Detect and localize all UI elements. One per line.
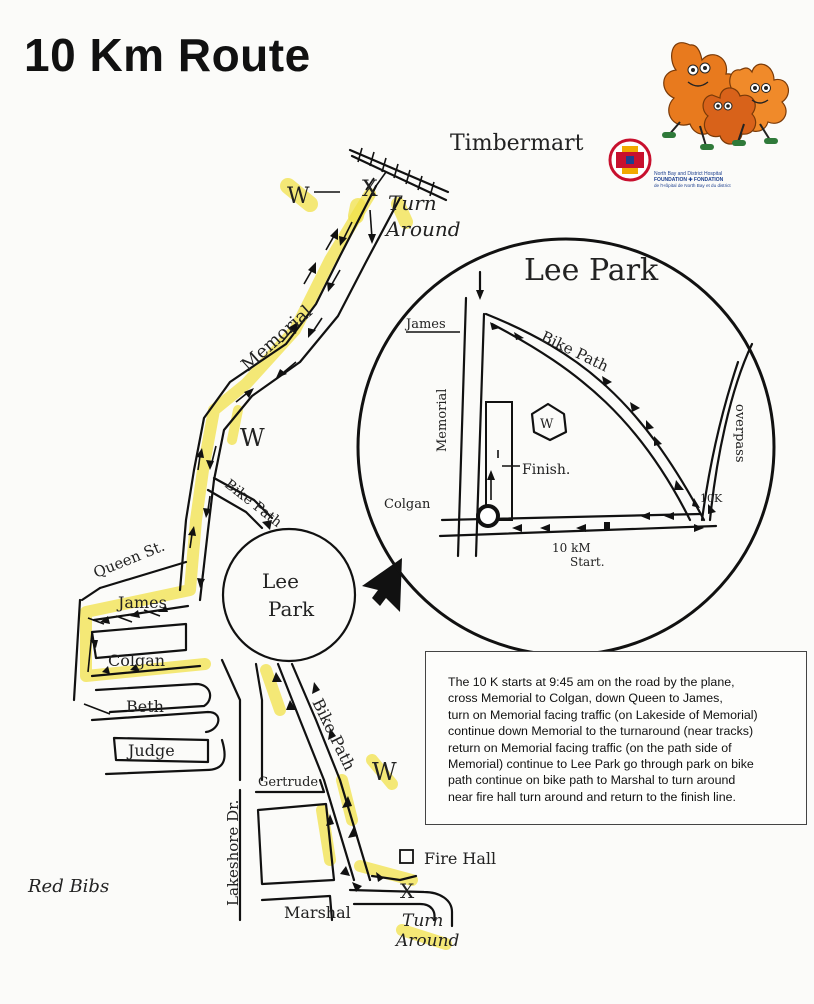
route-arrows (188, 209, 376, 588)
route-description-line: turn on Memorial facing traffic (on Lake… (448, 707, 758, 722)
fire-hall-label: Fire Hall (424, 849, 496, 868)
turn-around-bottom-label-1: Turn (402, 911, 443, 931)
route-description-line: The 10 K starts at 9:45 am on the road b… (448, 675, 735, 689)
bike-path-north (206, 476, 274, 530)
inset-10k-label: 10K (700, 492, 723, 505)
water-station-3: W (372, 758, 397, 786)
queen-st-label: Queen St. (91, 537, 167, 582)
inset-james-label: James (404, 317, 446, 332)
route-description: The 10 K starts at 9:45 am on the road b… (425, 651, 807, 825)
inset-bike-path-label: Bike Path (538, 327, 611, 375)
route-description-line: near fire hall turn around and return to… (448, 789, 736, 804)
left-streets (72, 560, 242, 782)
memorial-road: X (178, 171, 402, 602)
inset-start-label-2: Start. (570, 555, 605, 569)
route-description-line: path continue on bike path to Marshal to… (448, 773, 736, 788)
timbermart-label: Timbermart (450, 131, 584, 156)
judge-label: Judge (126, 741, 175, 760)
marshal-label: Marshal (284, 903, 351, 922)
foundation-text-line-3: de l'Hôpital de North Bay et du district (654, 183, 731, 188)
inset-title: Lee Park (524, 253, 659, 288)
pointer-arrow (362, 558, 402, 612)
route-description-line: continue down Memorial to the turnaround… (448, 724, 754, 739)
water-station-1: W (287, 184, 310, 209)
lee-park-label-2: Park (268, 597, 315, 621)
foundation-text-line-1: North Bay and District Hospital (654, 171, 722, 177)
red-bibs-label: Red Bibs (27, 876, 109, 897)
bike-path-south: X (238, 662, 454, 928)
left-arrows (90, 606, 168, 674)
route-description-line: Memorial) continue to Lee Park go throug… (448, 757, 754, 772)
inset-memorial-label: Memorial (435, 389, 450, 452)
lakeshore-label: Lakeshore Dr. (224, 800, 242, 906)
inset-water-station: W (540, 417, 554, 432)
memorial-label: Memorial (237, 301, 317, 376)
james-label: James (116, 593, 167, 612)
colgan-label: Colgan (108, 651, 165, 670)
maple-leaf-mascots-icon (662, 42, 790, 150)
railroad-tracks (348, 147, 450, 202)
inset-colgan-label: Colgan (384, 497, 431, 512)
inset-overpass-label: overpass (732, 404, 747, 463)
x-mark-bottom: X (400, 879, 415, 903)
water-station-2: W (240, 424, 265, 452)
page-title: 10 Km Route (24, 29, 311, 81)
beth-label: Beth (126, 697, 164, 716)
route-description-line: return on Memorial facing traffic (on th… (448, 740, 732, 755)
inset-finish-label: Finish. (522, 462, 570, 478)
route-description-line: cross Memorial to Colgan, down Queen to … (448, 691, 723, 706)
turn-around-bottom-label-2: Around (394, 931, 460, 951)
lee-park-circle (221, 527, 357, 663)
lee-park-label-1: Lee (262, 569, 299, 593)
foundation-logo (608, 138, 652, 182)
gertrude-label: Gertrude (258, 775, 318, 790)
turn-around-top-label-2: Around (384, 217, 461, 241)
x-mark: X (362, 177, 378, 202)
south-arrows (272, 672, 384, 892)
inset-roads (438, 270, 754, 558)
inset-arrows (490, 322, 716, 532)
inset-start-label-1: 10 kM (552, 541, 591, 555)
turn-around-top-label-1: Turn (388, 191, 437, 215)
inset-circle (356, 237, 776, 657)
foundation-text-line-2: FOUNDATION ✚ FONDATION (654, 177, 724, 183)
